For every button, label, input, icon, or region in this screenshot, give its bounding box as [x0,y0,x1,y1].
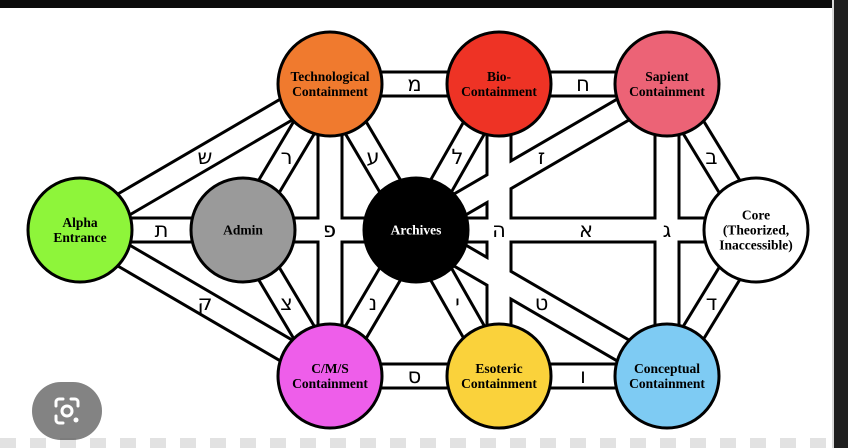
node-label: Alpha [62,215,98,230]
node-label: C/M/S [311,361,349,376]
node-label: Inaccessible) [719,238,793,253]
node-label: Admin [223,223,263,238]
path-letter: ב [705,145,717,169]
node-label: Sapient [645,69,689,84]
path-letter: כ [324,218,335,242]
right-scrollbar[interactable] [834,0,848,448]
node-label: Archives [391,223,442,238]
path-letter: ח [576,72,590,96]
right-divider [832,0,834,448]
glyph-layer: ת ש ק ר צ פכ ע מ נ ס ל י ז ט א ה ח ו ב ג ד [155,72,718,388]
path-letter: ג [663,218,672,242]
path-letter: ה [492,218,506,242]
google-lens-icon [54,397,80,425]
path-letter: ת [155,218,169,242]
node-core: Core(Theorized,Inaccessible) [702,176,810,284]
path-letter: פ [323,218,336,242]
node-archives: Archives [362,176,470,284]
node-label: Containment [292,376,368,391]
node-label: Core [742,208,770,223]
path-letter: ל [452,145,464,169]
node-label: Containment [629,84,705,99]
path-letter: ס [408,364,422,388]
path-letter: צ [280,291,292,315]
path-letter: י [455,291,460,315]
path-letter: ר [281,145,293,169]
node-label: Esoteric [475,361,522,376]
path-letter: ז [538,145,545,169]
bottom-dashes [0,438,832,448]
node-label: Bio- [487,69,511,84]
node-label: Conceptual [634,361,700,376]
path-letter: ש [198,145,213,169]
path-letter: ק [198,291,213,315]
node-label: Containment [629,376,705,391]
node-label: Entrance [53,230,106,245]
path-letter: ד [706,291,717,315]
path-letter: א [579,218,593,242]
google-lens-button[interactable] [32,382,102,440]
path-letter: ו [580,364,586,388]
node-bio: Bio-Containment [445,30,553,138]
node-label: Containment [461,84,537,99]
path-letter: ט [535,291,549,315]
path-letter: נ [369,291,377,315]
top-bar [0,0,848,8]
node-label: Containment [292,84,368,99]
node-label: (Theorized, [723,223,789,238]
path-letter: מ [407,72,421,96]
node-label: Containment [461,376,537,391]
node-label: Technological [290,69,369,84]
path-letter: ע [366,145,379,169]
node-admin: Admin [189,176,297,284]
